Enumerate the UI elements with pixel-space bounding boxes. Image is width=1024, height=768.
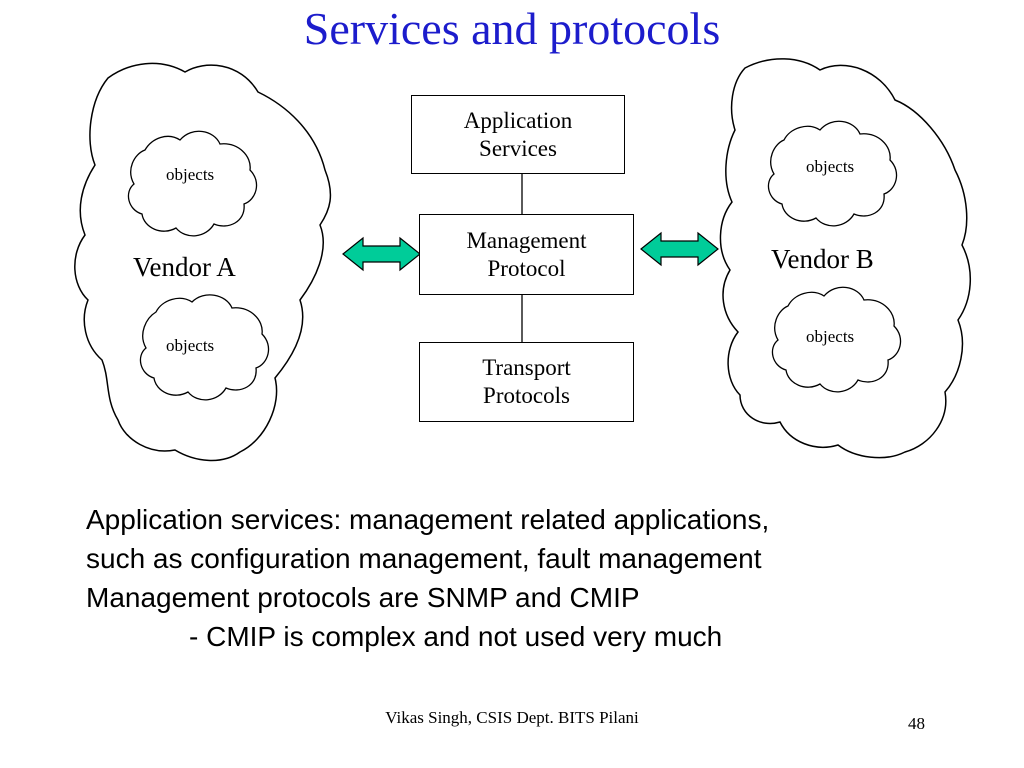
management-protocol-line2: Protocol	[487, 255, 566, 281]
transport-protocols-line2: Protocols	[483, 383, 570, 408]
page-number: 48	[908, 714, 925, 733]
vendor-a-label: Vendor A	[133, 252, 236, 282]
body-line-3: Management protocols are SNMP and CMIP	[86, 582, 640, 613]
vendor-a-cloud	[74, 62, 332, 462]
vendor-a-objects-cloud-bottom	[139, 294, 270, 401]
management-protocol-line1: Management	[466, 227, 587, 253]
vendor-b-objects-cloud-top	[767, 120, 898, 227]
transport-protocols-line1: Transport	[482, 355, 571, 380]
vendor-a-objects-top-label: objects	[166, 165, 215, 184]
diagram-shapes	[74, 58, 971, 462]
vendor-b-label: Vendor B	[771, 244, 874, 274]
vendor-b-objects-top-label: objects	[806, 157, 855, 176]
body-text: Application services: management related…	[86, 500, 986, 656]
footer-credit: Vikas Singh, CSIS Dept. BITS Pilani	[385, 708, 639, 727]
application-services-line1: Application	[463, 107, 573, 133]
body-line-2: such as configuration management, fault …	[86, 543, 762, 574]
management-protocol-box: Management Protocol	[419, 214, 634, 295]
transport-protocols-box: Transport Protocols	[419, 342, 634, 422]
application-services-line2: Services	[479, 135, 557, 161]
left-double-arrow	[342, 236, 421, 272]
body-line-4: - CMIP is complex and not used very much	[189, 621, 723, 652]
vendor-b-cloud	[719, 58, 971, 459]
vendor-b-objects-cloud-bottom	[771, 286, 902, 393]
vendor-a-objects-cloud-top	[127, 130, 258, 237]
vendor-b-objects-bottom-label: objects	[806, 327, 855, 346]
body-line-1: Application services: management related…	[86, 504, 770, 535]
vendor-a-objects-bottom-label: objects	[166, 336, 215, 355]
right-double-arrow	[640, 231, 719, 267]
application-services-box: Application Services	[411, 95, 625, 174]
slide-title: Services and protocols	[303, 3, 721, 54]
